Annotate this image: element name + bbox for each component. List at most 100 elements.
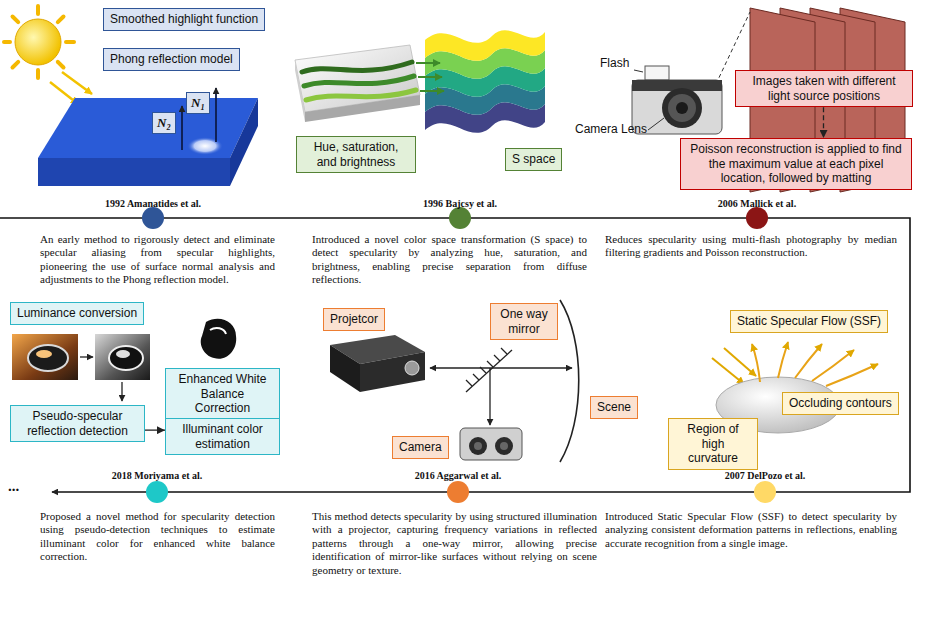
description: Proposed a novel method for specularity … (40, 510, 275, 564)
incoming-ray (712, 348, 756, 384)
specular-flow (752, 344, 760, 382)
year-label: 2007 DelPozo et al. (685, 470, 845, 481)
blue-block (230, 98, 258, 186)
year-label: 1996 Bajcsy et al. (380, 198, 540, 209)
box-text: Smoothed highlight function (110, 12, 258, 27)
specular-flow (826, 364, 878, 386)
flow-arrow (823, 107, 824, 138)
leader-line (634, 70, 643, 72)
vector-label: N₂ (152, 112, 176, 134)
car-image (12, 334, 78, 380)
box-text: Region of high curvature (675, 422, 751, 466)
box-text: Pseudo-specular reflection detection (17, 409, 138, 438)
sun-icon (4, 40, 10, 44)
leader-line (634, 70, 664, 130)
feature-box: S space (505, 148, 562, 171)
blue-block (38, 98, 258, 186)
sun-icon (58, 62, 64, 68)
year-label: 2007 DelPozo et al. (685, 470, 845, 481)
scene-surface (560, 300, 579, 462)
box-text: One way mirror (497, 307, 551, 336)
year-label: 1992 Amanatides et al. (73, 198, 233, 209)
year-label: 2016 Aggarwal et al. (378, 470, 538, 481)
one-way-mirror (466, 380, 472, 386)
projector-icon (330, 345, 360, 392)
box-text: Occluding contours (789, 396, 892, 411)
mask-icon (210, 328, 226, 334)
box-text: Enhanced White Balance Correction (172, 372, 273, 416)
box-text: Illuminant color estimation (172, 422, 273, 451)
process-arrow (121, 382, 122, 401)
part-label: Region of high curvature (668, 418, 758, 470)
box-text: N₁ (191, 95, 205, 111)
specular-flow (752, 342, 878, 386)
projector-icon (360, 352, 425, 392)
color-curve (306, 90, 416, 100)
timeline-dot (754, 481, 776, 503)
camera-icon (668, 94, 696, 122)
box-text: Luminance conversion (17, 306, 137, 321)
normal-vector (182, 88, 216, 150)
feature-box: Hue, saturation, and brightness (296, 136, 416, 173)
box-text: Hue, saturation, and brightness (303, 140, 409, 169)
year-label: 2018 Moriyama et al. (77, 470, 237, 481)
car-image (116, 350, 130, 358)
color-curve (304, 76, 414, 86)
description: Reduces specularity using multi-flash ph… (605, 233, 897, 260)
year-label: 2016 Aggarwal et al. (378, 470, 538, 481)
camera-icon (460, 428, 522, 460)
color-curve (302, 62, 416, 100)
projector-icon (405, 361, 419, 375)
sun-icon (58, 17, 64, 23)
part-label: Projetcor (323, 308, 385, 331)
camera-icon (460, 428, 522, 460)
year-label: 1992 Amanatides et al. (73, 198, 233, 209)
sun-icon (36, 6, 40, 14)
sun-icon (4, 6, 74, 78)
description: An early method to rigorously detect and… (40, 233, 275, 287)
light-ray (62, 72, 92, 94)
year-label: 2018 Moriyama et al. (77, 470, 237, 481)
one-way-mirror (480, 367, 486, 373)
car-image (109, 346, 143, 370)
vector-label: N₁ (186, 92, 210, 114)
description: Introduced Static Specular Flow (SSF) to… (605, 510, 897, 550)
timeline-dot (447, 481, 469, 503)
one-way-mirror (466, 350, 512, 392)
mask-icon (201, 319, 236, 359)
box-text: N₂ (157, 115, 171, 131)
transform-arrow (416, 62, 440, 64)
sun-icon (36, 70, 40, 78)
description: This method detects specularity by using… (312, 510, 597, 577)
sun-icon (13, 62, 19, 68)
camera-icon (495, 437, 513, 455)
sun-icon (66, 40, 74, 44)
method-box: Phong reflection model (103, 48, 240, 71)
projector-icon (330, 335, 425, 392)
part-label: Camera Lens (575, 122, 647, 136)
description: Introduced a novel color space transform… (312, 233, 587, 287)
part-label: Flash (600, 56, 629, 70)
car-image (95, 334, 150, 380)
part-label: Static Specular Flow (SSF) (730, 310, 888, 333)
part-label: Flash (600, 56, 629, 70)
color-curve (302, 62, 412, 72)
leader-line (648, 118, 664, 130)
timeline-line (0, 218, 910, 492)
ellipsis: ... (8, 478, 19, 495)
ellipsis: ... (8, 478, 19, 495)
description: Introduced a novel color space transform… (312, 233, 587, 287)
transform-arrow (418, 76, 442, 78)
specular-flow (778, 342, 788, 378)
car-image (36, 350, 52, 358)
box-text: Scene (597, 400, 631, 415)
timeline-dot (746, 207, 768, 229)
surface-slab (295, 45, 420, 122)
light-path (430, 367, 572, 368)
timeline-dot (146, 481, 168, 503)
camera-icon (474, 442, 482, 450)
light-path (430, 368, 572, 425)
description: Introduced Static Specular Flow (SSF) to… (605, 510, 897, 550)
mask-icon (201, 319, 236, 359)
